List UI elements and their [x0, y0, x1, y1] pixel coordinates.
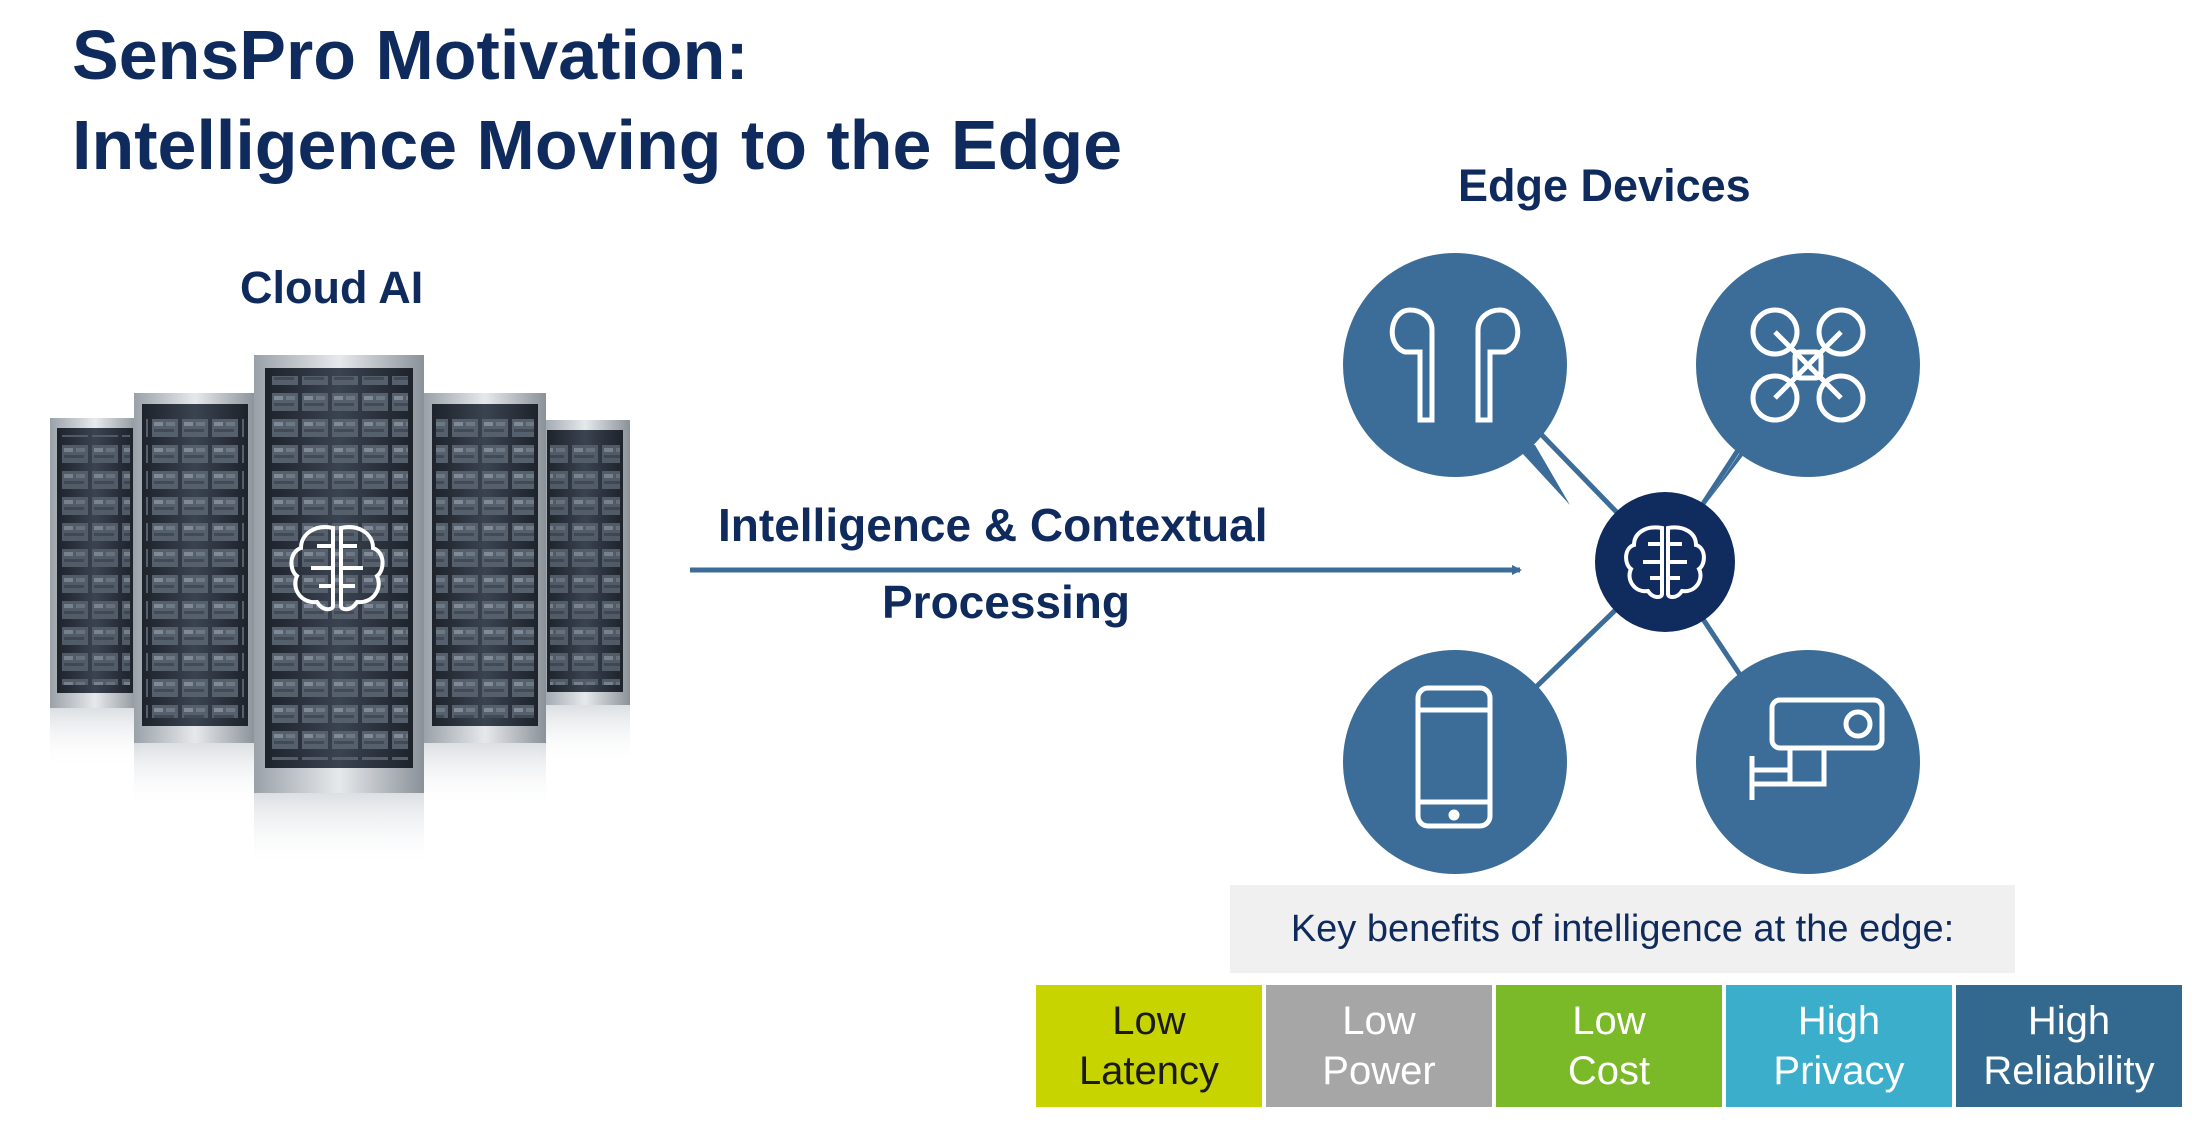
- cloud-ai-label: Cloud AI: [240, 262, 424, 313]
- flow-label-line-2: Processing: [882, 576, 1130, 628]
- earbuds-circle: [1343, 253, 1567, 477]
- earbuds-device: [1343, 253, 1570, 505]
- page-title: SensPro Motivation: Intelligence Moving …: [72, 10, 1122, 190]
- hub-circle: [1595, 492, 1735, 632]
- drone-icon: [1750, 307, 1866, 423]
- benefit-line-1: Low: [1342, 999, 1416, 1043]
- benefit-low-power: Low Power: [1266, 985, 1492, 1107]
- benefit-line-1: High: [1797, 999, 1881, 1043]
- benefit-line-2: Power: [1322, 1049, 1436, 1093]
- server-rack-center: [254, 355, 424, 868]
- smartphone-circle: [1343, 650, 1567, 874]
- benefit-low-cost: Low Cost: [1496, 985, 1722, 1107]
- server-rack-inner-left: [134, 393, 256, 808]
- drone-device: [1696, 253, 1920, 505]
- flow-label-line-1: Intelligence & Contextual: [718, 499, 1268, 551]
- camera-circle: [1696, 650, 1920, 874]
- benefit-line-2: Privacy: [1773, 1049, 1905, 1093]
- benefit-low-latency: Low Latency: [1036, 985, 1262, 1107]
- brain-hub: [1595, 492, 1735, 632]
- benefits-heading: Key benefits of intelligence at the edge…: [1230, 885, 2015, 973]
- benefit-line-2: Cost: [1567, 1049, 1651, 1093]
- benefit-tiles: Low Latency Low Power Low Cost High Priv…: [1036, 985, 2182, 1107]
- edge-devices-label: Edge Devices: [1458, 160, 1751, 211]
- title-line-2: Intelligence Moving to the Edge: [72, 106, 1123, 184]
- earbuds-icon: [1389, 307, 1521, 423]
- edge-network: [1343, 253, 1920, 874]
- server-rack-inner-right: [424, 393, 546, 808]
- security-camera-device: [1696, 650, 1920, 874]
- smartphone-device: [1343, 650, 1567, 874]
- benefit-line-1: High: [2027, 999, 2111, 1043]
- cloud-brain-icon: [289, 525, 385, 612]
- benefit-line-1: Low: [1572, 999, 1646, 1043]
- server-rack-far-left: [50, 418, 140, 768]
- server-racks-image: [50, 355, 630, 868]
- title-line-1: SensPro Motivation:: [72, 16, 749, 94]
- smartphone-icon: [1415, 685, 1493, 829]
- benefit-high-reliability: High Reliability: [1956, 985, 2182, 1107]
- security-camera-icon: [1749, 697, 1885, 800]
- benefit-line-2: Latency: [1078, 1049, 1220, 1093]
- benefit-line-2: Reliability: [1983, 1049, 2155, 1093]
- server-rack-far-right: [540, 420, 630, 765]
- brain-circuit-icon: [1624, 525, 1706, 599]
- benefit-line-1: Low: [1112, 999, 1186, 1043]
- benefit-high-privacy: High Privacy: [1726, 985, 1952, 1107]
